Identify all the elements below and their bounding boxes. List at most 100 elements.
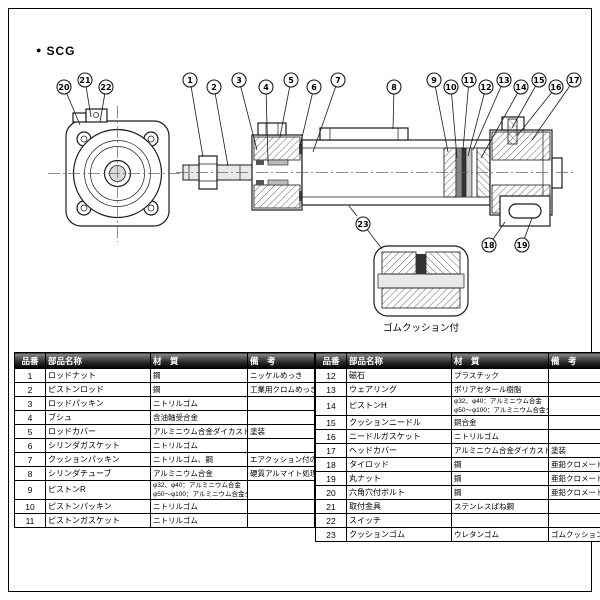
cell-name: 取付金具 bbox=[346, 499, 452, 514]
cell-no: 17 bbox=[315, 443, 347, 458]
part-row-18: 18タイロッド鋼亜鉛クロメート処理 bbox=[315, 457, 600, 472]
svg-text:20: 20 bbox=[58, 83, 70, 92]
col-header-material: 材 質 bbox=[150, 352, 248, 369]
part-row-23: 23クッションゴムウレタンゴムゴムクッション付のみ bbox=[315, 527, 600, 542]
series-label: SCG bbox=[46, 44, 76, 58]
svg-text:22: 22 bbox=[100, 83, 111, 92]
cell-material: アルミニウム合金 bbox=[150, 466, 248, 481]
cushion-needle bbox=[507, 118, 518, 145]
svg-text:16: 16 bbox=[550, 83, 562, 92]
cell-no: 5 bbox=[14, 424, 46, 439]
cell-material: ニトリルゴム bbox=[150, 396, 248, 411]
technical-diagram: ゴムクッション付 2021221234567891011121314151617… bbox=[48, 72, 582, 334]
cell-no: 20 bbox=[315, 485, 347, 500]
mounting-foot bbox=[499, 195, 551, 227]
cell-note: ゴムクッション付のみ bbox=[548, 527, 600, 542]
cell-material: アルミニウム合金ダイカスト bbox=[150, 424, 248, 439]
cell-no: 4 bbox=[14, 410, 46, 425]
cell-material: 銅合金 bbox=[451, 415, 549, 430]
header-row: 品番部品名称材 質備 考 bbox=[315, 352, 600, 369]
cell-name: ピストンガスケット bbox=[45, 513, 151, 528]
detail-caption: ゴムクッション付 bbox=[383, 322, 460, 334]
material-line: ニトリルゴム bbox=[454, 432, 499, 441]
material-line: アルミニウム合金ダイカスト bbox=[153, 427, 248, 436]
rod-packing bbox=[256, 160, 264, 165]
col-header-name: 部品名称 bbox=[45, 352, 151, 369]
cell-material: ニトリルゴム bbox=[150, 513, 248, 528]
balloon-22: 22 bbox=[98, 79, 114, 123]
cell-material: ニトリルゴム bbox=[150, 499, 248, 514]
material-line: アルミニウム合金ダイカスト bbox=[454, 446, 549, 455]
material-line: ニトリルゴム bbox=[153, 399, 198, 408]
cell-no: 2 bbox=[14, 382, 46, 397]
cell-note bbox=[247, 410, 315, 425]
section-view bbox=[176, 116, 574, 227]
cell-material: 鋼 bbox=[150, 368, 248, 383]
svg-text:12: 12 bbox=[480, 83, 491, 92]
svg-text:3: 3 bbox=[236, 76, 242, 85]
balloon-1: 1 bbox=[182, 72, 204, 158]
balloon-23: 23 bbox=[355, 216, 383, 250]
material-line: 含油軸受合金 bbox=[153, 413, 198, 422]
balloon-18: 18 bbox=[481, 221, 506, 253]
cell-no: 6 bbox=[14, 438, 46, 453]
cell-no: 23 bbox=[315, 527, 347, 542]
detail-rod bbox=[377, 273, 465, 289]
cell-name: 磁石 bbox=[346, 368, 452, 383]
cell-material: 鋼 bbox=[451, 471, 549, 486]
cell-note bbox=[548, 382, 600, 397]
balloon-15: 15 bbox=[511, 72, 547, 129]
balloon-8: 8 bbox=[386, 79, 402, 130]
col-header-note: 備 考 bbox=[247, 352, 315, 369]
svg-text:23: 23 bbox=[357, 220, 368, 229]
cell-note: 工業用クロムめっき bbox=[247, 382, 315, 397]
cell-note bbox=[548, 396, 600, 416]
svg-text:11: 11 bbox=[463, 76, 475, 85]
balloon-21: 21 bbox=[77, 72, 93, 118]
cell-note bbox=[548, 368, 600, 383]
cell-no: 8 bbox=[14, 466, 46, 481]
material-line: φ50〜φ100：アルミニウム合金ダイカスト bbox=[454, 407, 548, 414]
cell-note bbox=[548, 415, 600, 430]
bullet-icon: ● bbox=[36, 45, 43, 55]
cell-no: 16 bbox=[315, 429, 347, 444]
balloon-16: 16 bbox=[516, 79, 564, 137]
material-line: φ50〜φ100：アルミニウム合金ダイカスト bbox=[153, 491, 247, 498]
cell-no: 1 bbox=[14, 368, 46, 383]
cell-note: 塗装 bbox=[548, 443, 600, 458]
material-line: ニトリルゴム bbox=[153, 516, 198, 525]
cell-material: ポリアセタール樹脂 bbox=[451, 382, 549, 397]
cell-no: 21 bbox=[315, 499, 347, 514]
material-line: 鋼 bbox=[454, 488, 462, 497]
cell-material: プラスチック bbox=[451, 368, 549, 383]
part-row-20: 20六角穴付ボルト鋼亜鉛クロメート処理 bbox=[315, 485, 600, 500]
cell-name: クッションパッキン bbox=[45, 452, 151, 467]
svg-text:8: 8 bbox=[391, 83, 397, 92]
header-row: 品番部品名称材 質備 考 bbox=[14, 352, 315, 369]
svg-text:13: 13 bbox=[498, 76, 509, 85]
part-row-19: 19丸ナット鋼亜鉛クロメート処理 bbox=[315, 471, 600, 486]
cell-no: 10 bbox=[14, 499, 46, 514]
material-line: ステンレスばね鋼 bbox=[454, 502, 514, 511]
balloon-19: 19 bbox=[514, 217, 533, 253]
cell-no: 12 bbox=[315, 368, 347, 383]
cell-name: クッションゴム bbox=[346, 527, 452, 542]
col-header-no: 品番 bbox=[315, 352, 347, 369]
cell-material: ニトリルゴム、鋼 bbox=[150, 452, 248, 467]
material-line: ニトリルゴム bbox=[153, 441, 198, 450]
balloon-14: 14 bbox=[480, 79, 529, 159]
cell-no: 3 bbox=[14, 396, 46, 411]
cell-material: 含油軸受合金 bbox=[150, 410, 248, 425]
